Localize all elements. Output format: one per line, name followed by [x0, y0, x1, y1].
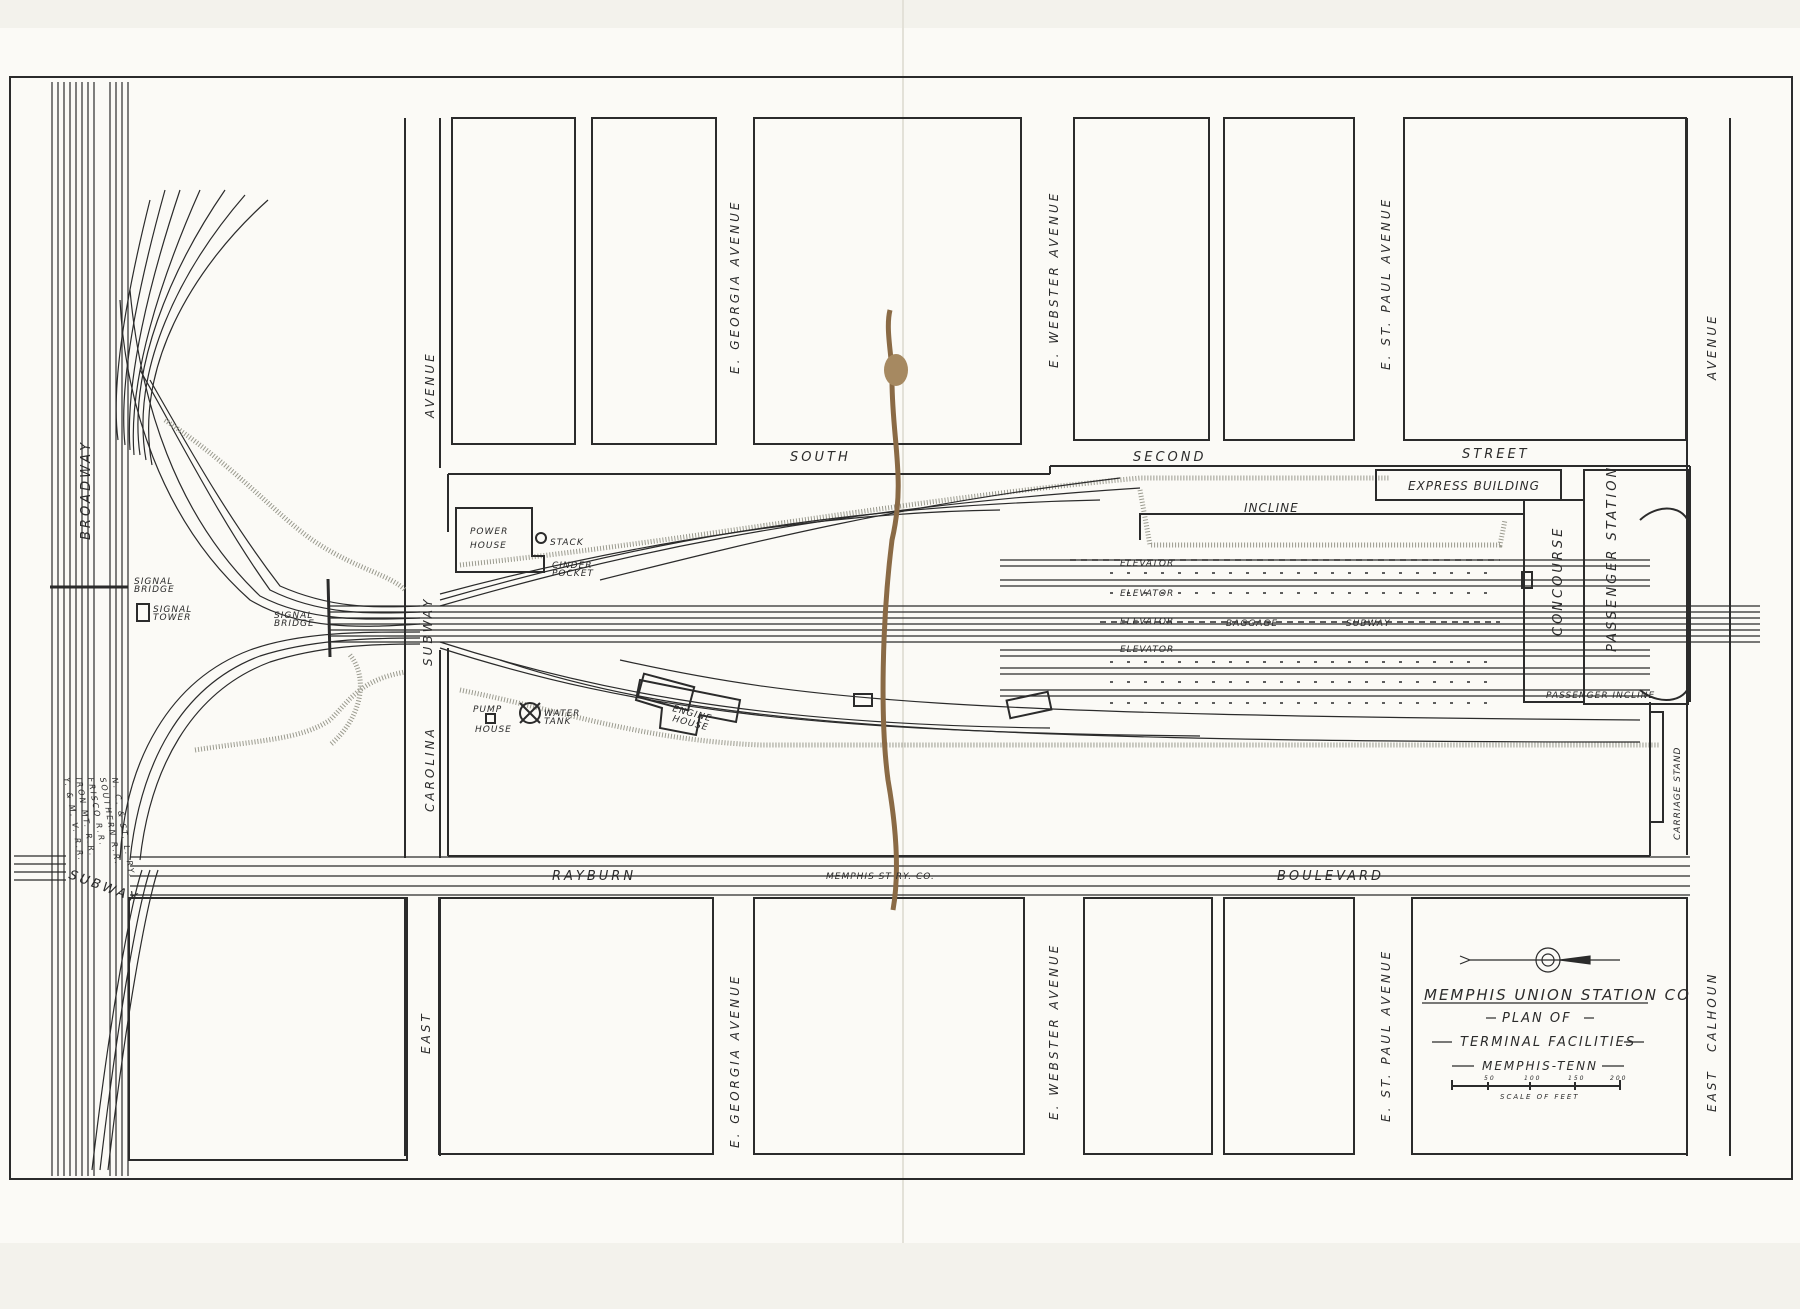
label-signal-bridge-mid-1: SIGNAL: [274, 611, 313, 621]
label-signal-tower-1: SIGNAL: [153, 605, 192, 615]
scale-tick-200: 200: [1610, 1075, 1627, 1082]
label-signal-bridge-top-2: BRIDGE: [134, 585, 175, 595]
label-boulevard: BOULEVARD: [1277, 869, 1384, 884]
label-pump-house-2: HOUSE: [475, 725, 512, 735]
label-east-south: EAST: [419, 1011, 433, 1054]
label-carriage-stand: CARRIAGE STAND: [1673, 747, 1683, 840]
label-power-house-2: HOUSE: [470, 541, 507, 551]
station-portico: [1639, 507, 1691, 701]
label-carolina-north: AVENUE: [423, 351, 437, 419]
label-water-tank-2: TANK: [544, 717, 572, 727]
label-street: STREET: [1462, 447, 1530, 462]
concourse-stairs: [1521, 571, 1533, 589]
label-east-calhoun: EAST: [1705, 1069, 1719, 1112]
label-st-paul-north: E. ST. PAUL AVENUE: [1379, 197, 1393, 370]
label-incline: INCLINE: [1244, 501, 1299, 515]
label-georgia-north: E. GEORGIA AVENUE: [728, 200, 742, 374]
engine-house-outline: [634, 678, 742, 737]
engine-house-building: [636, 672, 696, 712]
scale-bar: [1451, 1080, 1621, 1090]
label-passenger-incline: PASSENGER INCLINE: [1546, 691, 1655, 701]
yard-tracks: [330, 477, 1760, 743]
carriage-stand-box: [1649, 711, 1664, 823]
label-signal-bridge-top-1: SIGNAL: [134, 577, 173, 587]
express-building-box: [1375, 469, 1562, 501]
label-signal-tower-2: TOWER: [153, 613, 191, 623]
incline-outline: [1139, 513, 1524, 540]
stack-marker: [535, 532, 547, 544]
label-rayburn: RAYBURN: [552, 869, 636, 884]
title-terminal-facilities: TERMINAL FACILITIES: [1460, 1035, 1636, 1050]
map-frame: [9, 76, 1793, 1180]
cinder-pit-box: [1005, 690, 1053, 720]
label-webster-north: E. WEBSTER AVENUE: [1047, 191, 1061, 368]
label-st-paul-south: E. ST. PAUL AVENUE: [1379, 949, 1393, 1122]
label-baggage-elevator-3: ELEVATOR: [1120, 617, 1174, 627]
label-concourse: CONCOURSE: [1551, 526, 1566, 636]
twine-knot: [884, 354, 908, 386]
label-cinder-pocket-1: CINDER: [552, 561, 593, 571]
label-subway-baggage: SUBWAY: [1346, 619, 1391, 629]
label-pump-house-1: PUMP: [473, 705, 502, 715]
label-calhoun-north: AVENUE: [1705, 313, 1719, 381]
label-carolina-subway: SUBWAY: [421, 597, 435, 666]
water-tank-marker: [519, 702, 541, 724]
power-house-building: [455, 507, 545, 573]
title-memphis-tenn: MEMPHIS-TENN: [1482, 1059, 1598, 1073]
label-stack: STACK: [550, 538, 584, 548]
pump-house-box: [485, 713, 496, 724]
title-block: MEMPHIS UNION STATION CO PLAN OF TERMINA…: [1424, 986, 1691, 1101]
scale-tick-100: 100: [1524, 1075, 1541, 1082]
concourse-box: [1523, 499, 1585, 703]
title-company: MEMPHIS UNION STATION CO: [1424, 986, 1691, 1004]
city-blocks: [128, 117, 1731, 1161]
title-rules: [1422, 1002, 1648, 1067]
label-power-house-1: POWER: [470, 527, 508, 537]
scale-tick-150: 150: [1568, 1075, 1585, 1082]
scale-tick-50: 50: [1484, 1075, 1496, 1082]
label-webster-south: E. WEBSTER AVENUE: [1047, 943, 1061, 1120]
scale-label: SCALE OF FEET: [1500, 1093, 1580, 1101]
label-calhoun-south: CALHOUN: [1705, 971, 1719, 1052]
feature-labels: POWER HOUSE STACK CINDER POCKET SIGNAL B…: [134, 465, 1683, 840]
label-rayburn-railway: MEMPHIS ST RY. CO.: [826, 872, 935, 882]
label-cinder-pocket-2: POCKET: [552, 569, 594, 579]
label-south: SOUTH: [790, 450, 851, 465]
label-carolina-south: CAROLINA: [423, 726, 437, 812]
label-baggage-elevator-2: ELEVATOR: [1120, 589, 1174, 599]
label-signal-bridge-mid-2: BRIDGE: [274, 619, 315, 629]
platforms: [1110, 572, 1500, 704]
structures: [50, 469, 1691, 823]
south-lead-tracks: [91, 631, 421, 1171]
label-broadway: BROADWAY: [79, 440, 94, 540]
label-georgia-south: E. GEORGIA AVENUE: [728, 974, 742, 1148]
label-second: SECOND: [1133, 450, 1207, 465]
small-building: [853, 693, 873, 707]
north-arrow: [1459, 947, 1620, 973]
label-baggage-elevator-4: ELEVATOR: [1120, 645, 1174, 655]
signal-bridge-mid-structure: [326, 578, 332, 658]
label-water-tank-1: WATER: [544, 709, 580, 719]
title-plan-of: PLAN OF: [1502, 1011, 1572, 1026]
label-baggage-elevator-1: ELEVATOR: [1120, 559, 1174, 569]
label-baggage: BAGGAGE: [1226, 619, 1278, 629]
label-express-building: EXPRESS BUILDING: [1408, 479, 1540, 493]
signal-tower-box: [136, 603, 150, 622]
label-passenger-station: PASSENGER STATION: [1605, 465, 1620, 652]
